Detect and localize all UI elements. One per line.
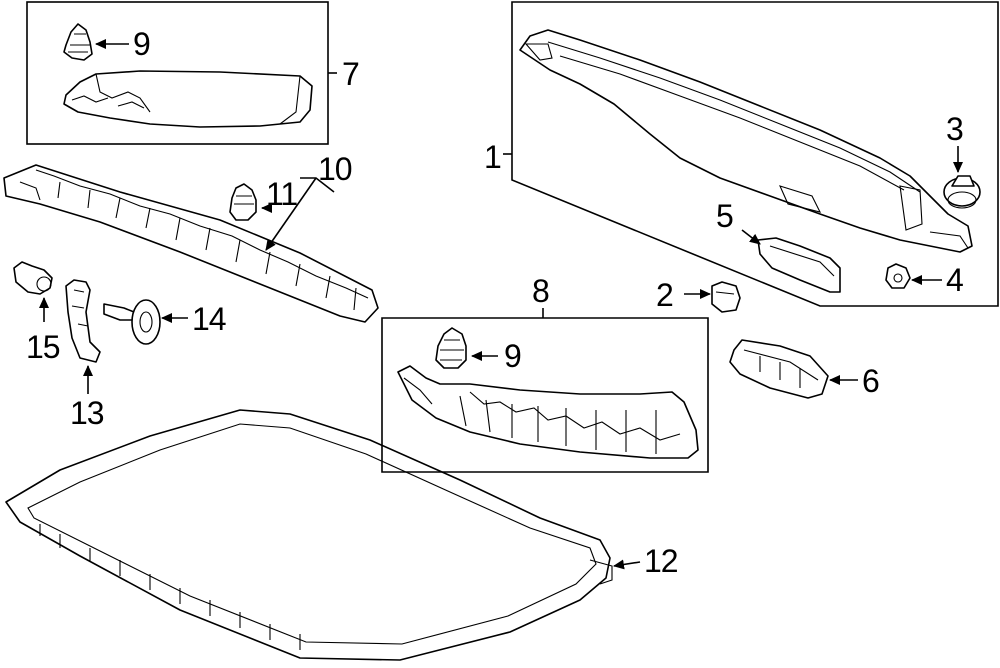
part-3-grommet [943,146,981,209]
part-10-rear-trim-rail [3,164,379,323]
part-7-trim-panel [63,70,313,128]
part-11-clip [229,183,272,221]
callout-9-lower: 9 [504,338,521,374]
callout-12: 12 [644,543,678,579]
callout-8: 8 [532,273,549,309]
part-8-trim-panel [397,365,699,459]
part-1-rear-panel [519,29,973,253]
part-4-nut [885,263,942,289]
callout-2: 2 [656,277,673,313]
part-6-handle-cup [729,339,858,399]
callout-6: 6 [862,363,879,399]
callout-1: 1 [484,139,501,175]
part-9-clip-lower [435,327,498,369]
callout-7: 7 [342,56,359,92]
callout-10: 10 [318,151,352,187]
group-box-7 [26,1,337,145]
leader-10-11 [265,177,335,251]
part-2-clip [684,281,741,313]
callout-14: 14 [192,301,226,337]
part-13-bracket [65,279,101,394]
callout-15: 15 [26,329,60,365]
group-box-1 [503,1,999,307]
callout-3: 3 [946,111,963,147]
part-5-handle [741,229,841,293]
callout-4: 4 [946,262,963,298]
group-box-8 [381,308,709,473]
callout-9-upper: 9 [133,26,150,62]
callout-5: 5 [716,198,733,234]
part-12-package-tray [5,409,641,661]
callout-11: 11 [266,176,297,212]
part-9-clip-upper [63,23,129,61]
part-14-push-pin [103,299,188,345]
part-15-clip [13,261,53,322]
callout-13: 13 [70,395,104,431]
